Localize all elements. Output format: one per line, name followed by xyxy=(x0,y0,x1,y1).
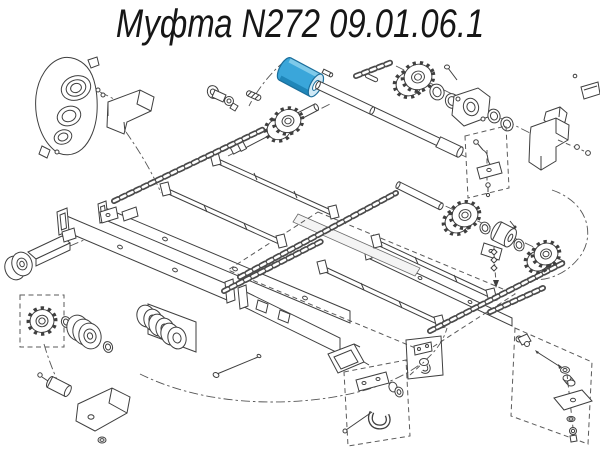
hanger-detail-box xyxy=(342,359,411,447)
tail-sprocket xyxy=(523,239,562,275)
scraper-slat xyxy=(209,151,340,220)
gearbox xyxy=(35,56,106,159)
pillow-block-bearing xyxy=(451,87,491,127)
bearing-washer xyxy=(500,116,514,132)
universal-joint xyxy=(206,85,239,112)
gearbox-bracket xyxy=(106,89,155,135)
mount-sleeve xyxy=(37,372,72,398)
drawing-title: Муфта N272 09.01.06.1 xyxy=(115,2,485,46)
conveyor-chain xyxy=(237,190,399,280)
scraper-slat xyxy=(159,181,288,249)
coupling-highlight xyxy=(276,57,325,98)
tension-pulley xyxy=(66,314,102,350)
detail-region-outline xyxy=(226,211,517,353)
support-bracket xyxy=(528,106,591,171)
conveyor-chain xyxy=(487,285,546,315)
head-shaft-assembly xyxy=(392,61,514,132)
fastener-detail-box xyxy=(464,125,510,199)
conveyor-chain xyxy=(111,126,267,204)
bearing-washer xyxy=(513,238,525,252)
anchor-bracket xyxy=(75,387,131,444)
roller-set xyxy=(136,303,197,353)
hub-shaft xyxy=(395,181,444,211)
frame-rail-end-stub xyxy=(327,343,370,374)
hub-sprocket xyxy=(441,199,482,237)
hook-detail-box xyxy=(405,335,444,380)
bolt xyxy=(444,64,458,81)
conveyor-chain xyxy=(221,238,325,294)
conveyor-chain xyxy=(427,259,568,334)
corner-plate xyxy=(572,73,600,100)
shaft-key xyxy=(245,90,262,101)
fastener-stack xyxy=(490,246,499,288)
shaft-pin xyxy=(321,68,334,78)
scraper-slat xyxy=(316,259,446,330)
idler-pulley xyxy=(4,251,33,281)
head-sprocket xyxy=(392,61,436,100)
drive-sprocket xyxy=(263,106,305,143)
bearing-washer xyxy=(487,108,501,124)
bearing-washer xyxy=(102,341,114,353)
fitting-detail-box xyxy=(510,327,593,445)
bearing-washer xyxy=(479,221,491,235)
conveyor-chain xyxy=(353,59,395,79)
bearing-washer xyxy=(429,83,445,101)
tension-sprocket-box xyxy=(19,294,65,348)
intermediate-shaft xyxy=(315,80,464,158)
mount-bolt xyxy=(212,353,262,378)
drive-shaft xyxy=(229,103,320,155)
idler-arm xyxy=(27,206,139,267)
